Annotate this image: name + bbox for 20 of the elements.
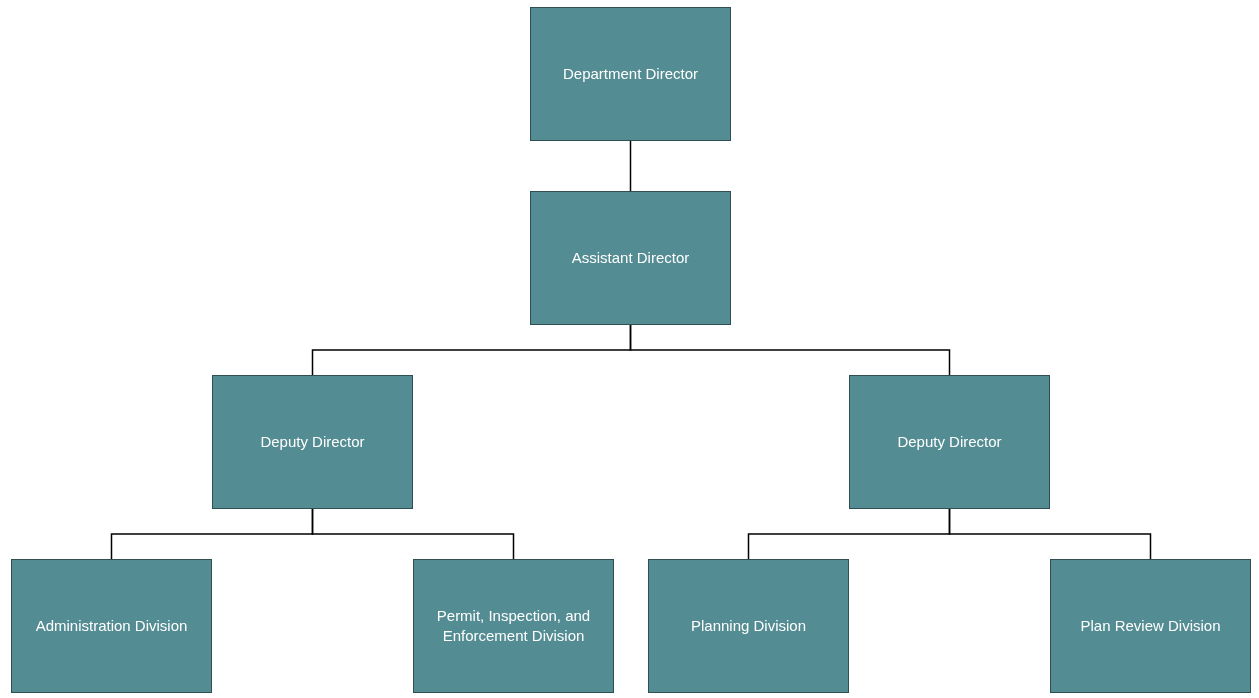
connector-line bbox=[629, 140, 632, 192]
position-title: Department Director bbox=[562, 63, 698, 84]
position-title: Permit, Inspection, and Enforcement Division bbox=[435, 605, 592, 646]
org-box bbox=[530, 7, 731, 141]
position-title: Plan Review Division bbox=[1080, 615, 1221, 636]
org-box bbox=[648, 559, 849, 693]
org-box bbox=[1050, 559, 1251, 693]
connector-line bbox=[629, 324, 951, 376]
position-title: Assistant Director bbox=[571, 247, 690, 268]
connector-line bbox=[311, 508, 515, 560]
org-box bbox=[11, 559, 212, 693]
org-box bbox=[849, 375, 1050, 509]
position-title: Administration Division bbox=[35, 615, 188, 636]
position-title: Deputy Director bbox=[897, 431, 1002, 452]
org-box bbox=[212, 375, 413, 509]
connector-line bbox=[948, 508, 1152, 560]
org-box bbox=[530, 191, 731, 325]
org-box bbox=[413, 559, 614, 693]
position-title: Deputy Director bbox=[260, 431, 365, 452]
position-title: Planning Division bbox=[690, 615, 807, 636]
